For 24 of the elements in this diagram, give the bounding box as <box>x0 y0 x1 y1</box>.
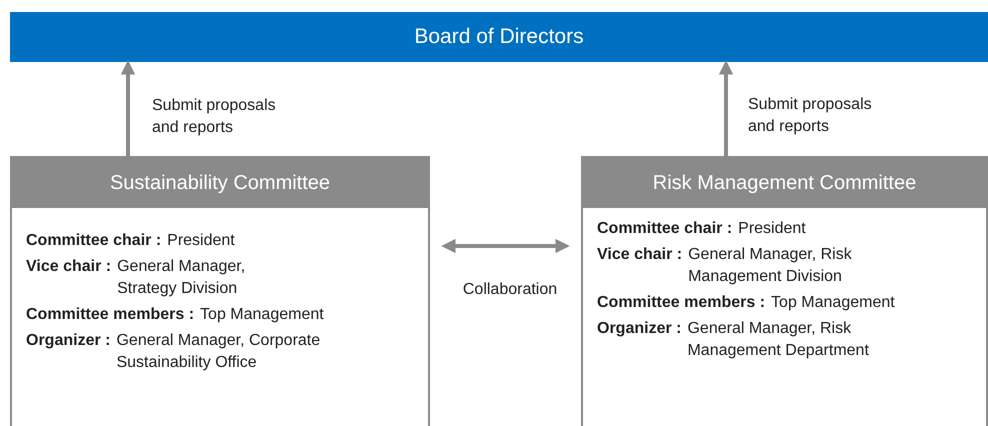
role-value: General Manager, Strategy Division <box>117 257 246 299</box>
arrow <box>718 60 734 156</box>
role-label: Organizer : <box>26 331 110 351</box>
role-label: Committee members : <box>26 305 194 325</box>
role-label: Committee members : <box>597 293 766 313</box>
role-label: Vice chair : <box>26 257 112 277</box>
role-value: President <box>167 231 235 251</box>
committee-panel <box>10 156 430 426</box>
role-value: President <box>738 219 806 239</box>
role-label: Committee chair : <box>597 219 732 239</box>
panel-heading: Risk Management Committee <box>583 158 986 208</box>
role-label: Vice chair : <box>597 245 682 265</box>
role-value: General Manager, Corporate Sustainability Office <box>116 331 322 373</box>
arrow <box>120 60 136 156</box>
board-banner: Board of Directors <box>10 12 988 62</box>
role-value: General Manager, Risk Management Department <box>687 319 870 361</box>
role-value: General Manager, Risk Management Division <box>688 245 853 287</box>
role-value: Top Management <box>771 293 895 313</box>
committee-panel <box>581 156 988 426</box>
panel-heading: Sustainability Committee <box>12 158 428 208</box>
role-label: Organizer : <box>597 319 682 339</box>
role-label: Committee chair : <box>26 231 162 251</box>
role-value: Top Management <box>200 305 324 325</box>
double-arrow <box>441 238 570 254</box>
